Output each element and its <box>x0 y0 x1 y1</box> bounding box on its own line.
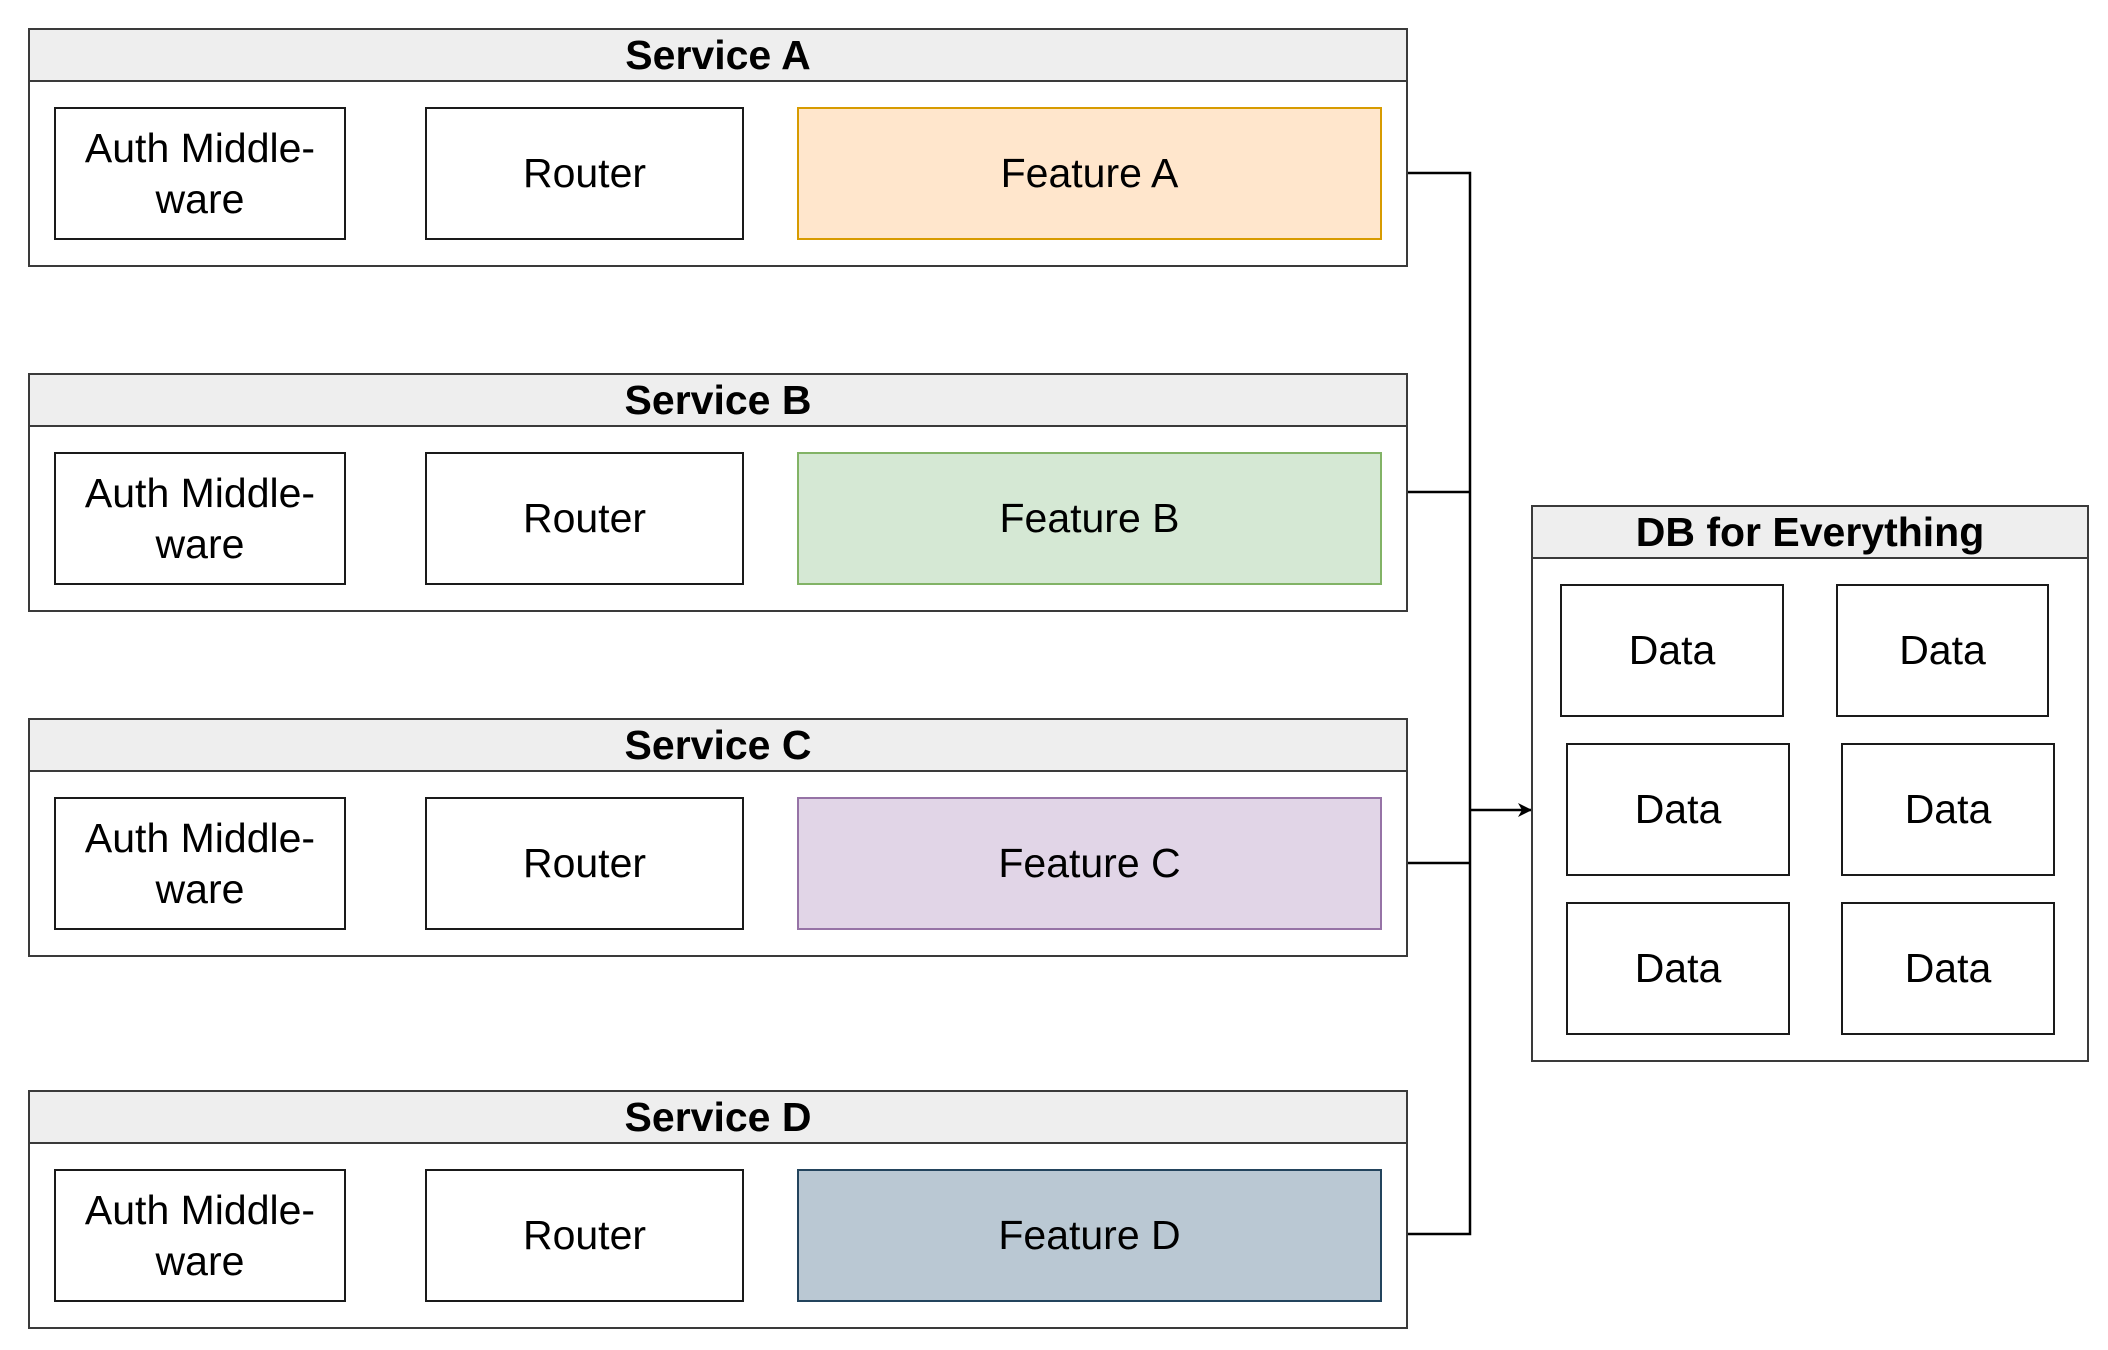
data-label: Data <box>1904 786 1992 833</box>
feature-c-box: Feature C <box>797 797 1382 930</box>
router-box: Router <box>425 797 744 930</box>
data-box: Data <box>1566 902 1790 1035</box>
auth-middleware-box: Auth Middle- ware <box>54 797 346 930</box>
auth-middleware-label: Auth Middle- ware <box>84 1187 316 1284</box>
router-box: Router <box>425 107 744 240</box>
connector-service-a-to-bus <box>1408 171 1472 810</box>
router-label: Router <box>522 150 647 197</box>
router-label: Router <box>522 1212 647 1259</box>
service-title: Service C <box>30 720 1406 772</box>
feature-label: Feature B <box>999 495 1180 542</box>
data-box: Data <box>1836 584 2049 717</box>
data-label: Data <box>1904 945 1992 992</box>
data-box: Data <box>1566 743 1790 876</box>
router-label: Router <box>522 495 647 542</box>
data-label: Data <box>1899 627 1986 674</box>
feature-label: Feature A <box>1000 150 1179 197</box>
auth-middleware-box: Auth Middle- ware <box>54 107 346 240</box>
auth-middleware-label: Auth Middle- ware <box>84 470 316 567</box>
data-box: Data <box>1841 743 2055 876</box>
router-box: Router <box>425 452 744 585</box>
service-title: Service B <box>30 375 1406 427</box>
service-title: Service A <box>30 30 1406 82</box>
data-label: Data <box>1634 945 1722 992</box>
connector-service-d-to-bus <box>1408 810 1472 1236</box>
auth-middleware-label: Auth Middle- ware <box>84 815 316 912</box>
service-title: Service D <box>30 1092 1406 1144</box>
auth-middleware-box: Auth Middle- ware <box>54 1169 346 1302</box>
auth-middleware-box: Auth Middle- ware <box>54 452 346 585</box>
feature-b-box: Feature B <box>797 452 1382 585</box>
data-box: Data <box>1841 902 2055 1035</box>
data-label: Data <box>1628 627 1716 674</box>
router-label: Router <box>522 840 647 887</box>
db-title: DB for Everything <box>1533 507 2087 559</box>
auth-middleware-label: Auth Middle- ware <box>84 125 316 222</box>
feature-label: Feature C <box>998 840 1181 887</box>
feature-label: Feature D <box>998 1212 1181 1259</box>
data-label: Data <box>1634 786 1722 833</box>
feature-d-box: Feature D <box>797 1169 1382 1302</box>
router-box: Router <box>425 1169 744 1302</box>
feature-a-box: Feature A <box>797 107 1382 240</box>
data-box: Data <box>1560 584 1784 717</box>
